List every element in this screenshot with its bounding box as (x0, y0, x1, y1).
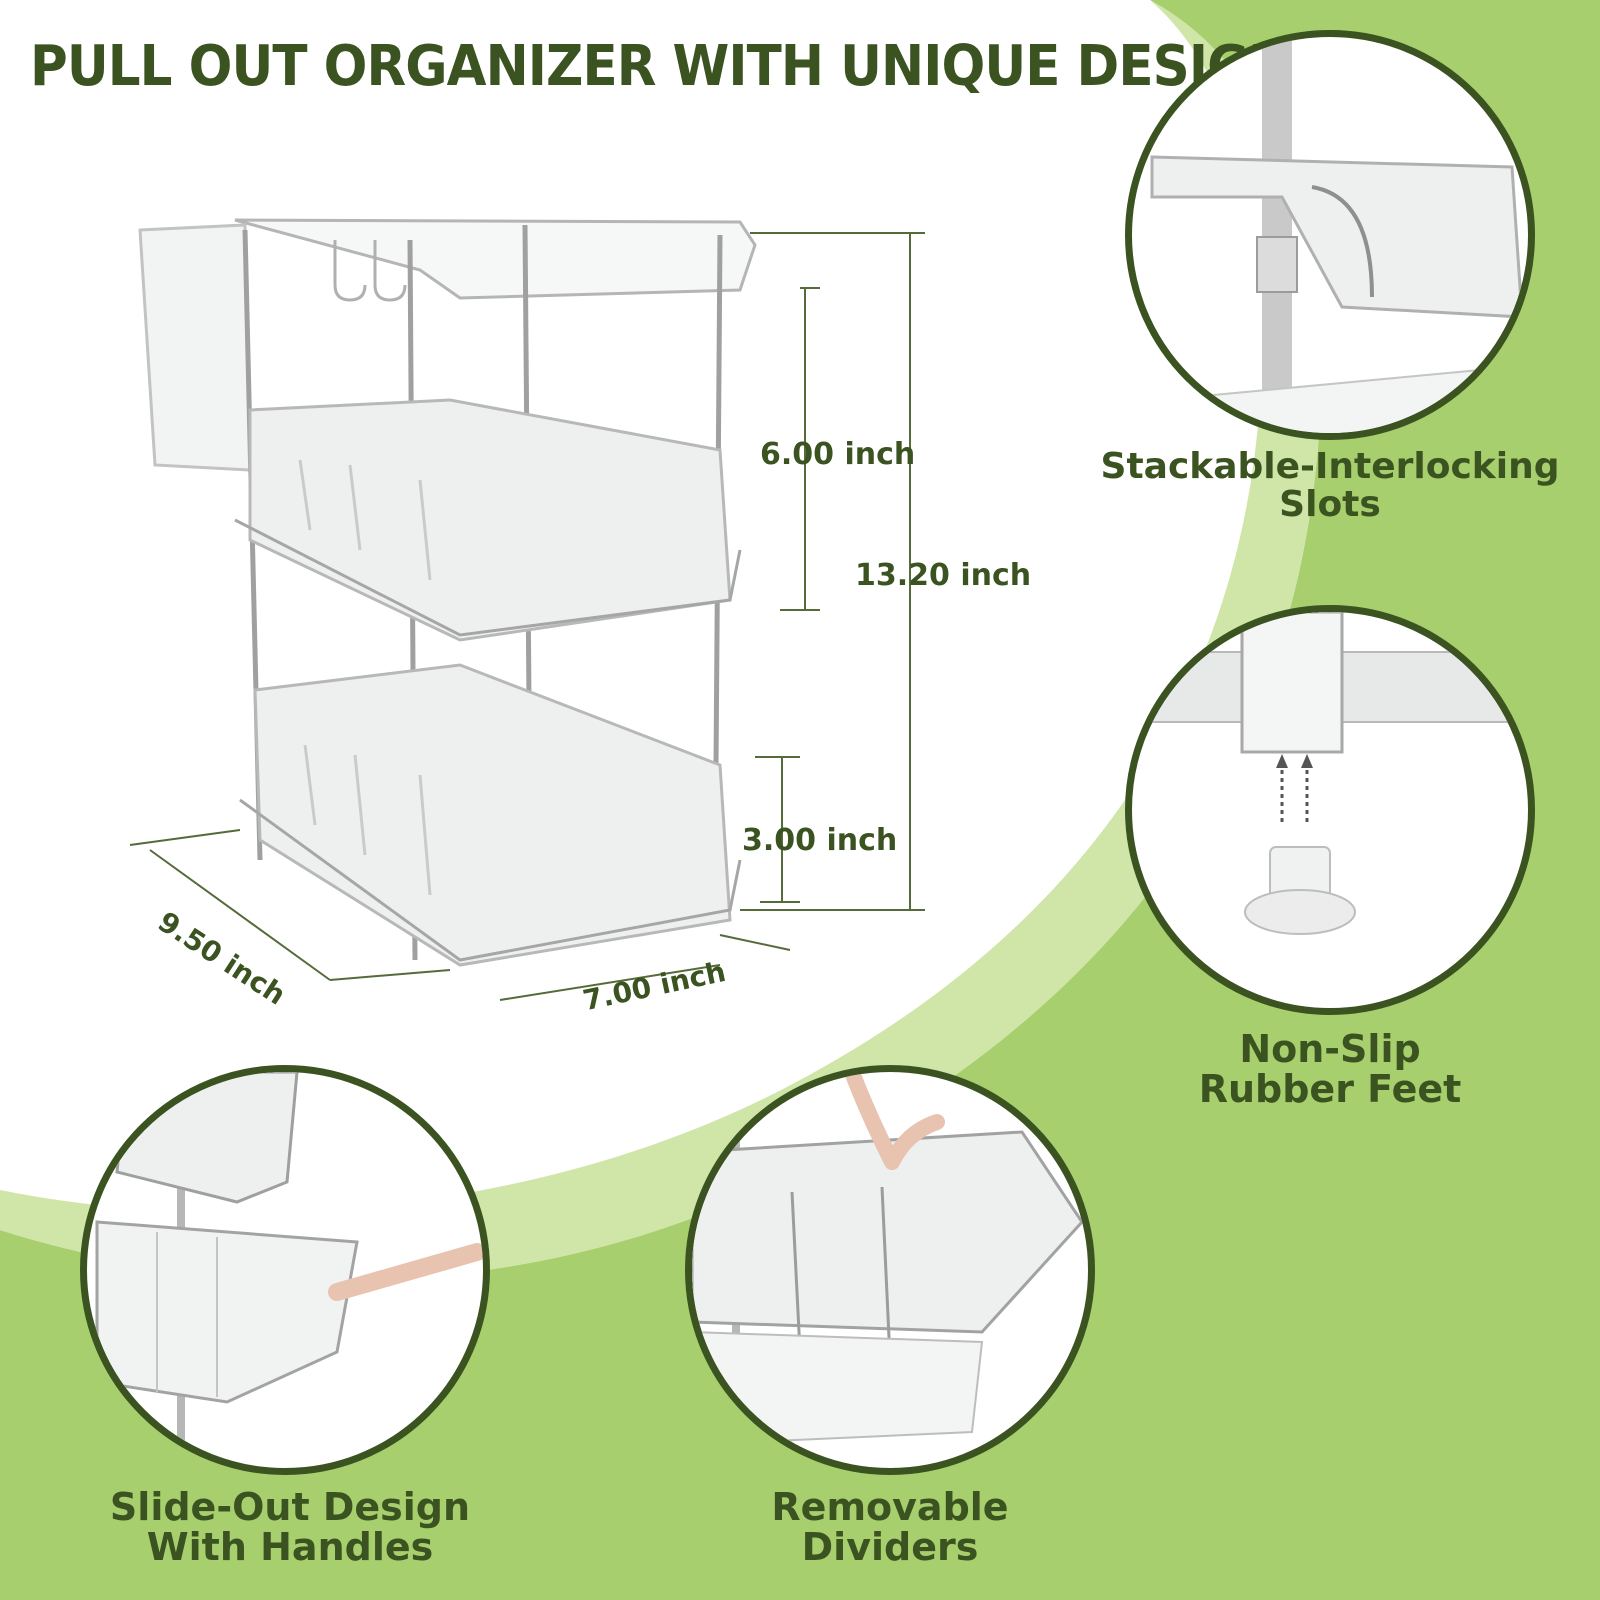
rubber-feet-caption: Non-Slip Rubber Feet (1120, 1027, 1540, 1111)
stackable-slot-closeup (1125, 30, 1535, 440)
total-height-label: 13.20 inch (855, 558, 1032, 593)
stackable-caption: Stackable-Interlocking Slots (1080, 448, 1580, 524)
stackable-caption-line1: Stackable-Interlocking (1100, 446, 1560, 487)
divider-closeup (685, 1065, 1095, 1475)
rubber-feet-caption-line1: Non-Slip (1239, 1027, 1421, 1071)
page-title: PULL OUT ORGANIZER WITH UNIQUE DESIGN (30, 34, 1292, 99)
rubber-feet-caption-line2: Rubber Feet (1198, 1066, 1462, 1111)
slide-out-caption-line2: With Handles (146, 1524, 434, 1569)
slide-out-drawer-closeup (80, 1065, 490, 1475)
organizer-product-illustration (129, 218, 925, 1001)
bottom-tier-height-label: 3.00 inch (742, 823, 898, 858)
slide-out-caption: Slide-Out Design With Handles (80, 1485, 500, 1569)
dividers-caption-line2: Dividers (801, 1524, 979, 1569)
stackable-caption-line2: Slots (1279, 483, 1381, 525)
dividers-caption-line1: Removable (771, 1485, 1009, 1529)
top-tier-height-label: 6.00 inch (760, 437, 916, 472)
dividers-caption: Removable Dividers (680, 1485, 1100, 1569)
slide-out-caption-line1: Slide-Out Design (109, 1485, 471, 1529)
rubber-foot-closeup (1125, 605, 1535, 1015)
